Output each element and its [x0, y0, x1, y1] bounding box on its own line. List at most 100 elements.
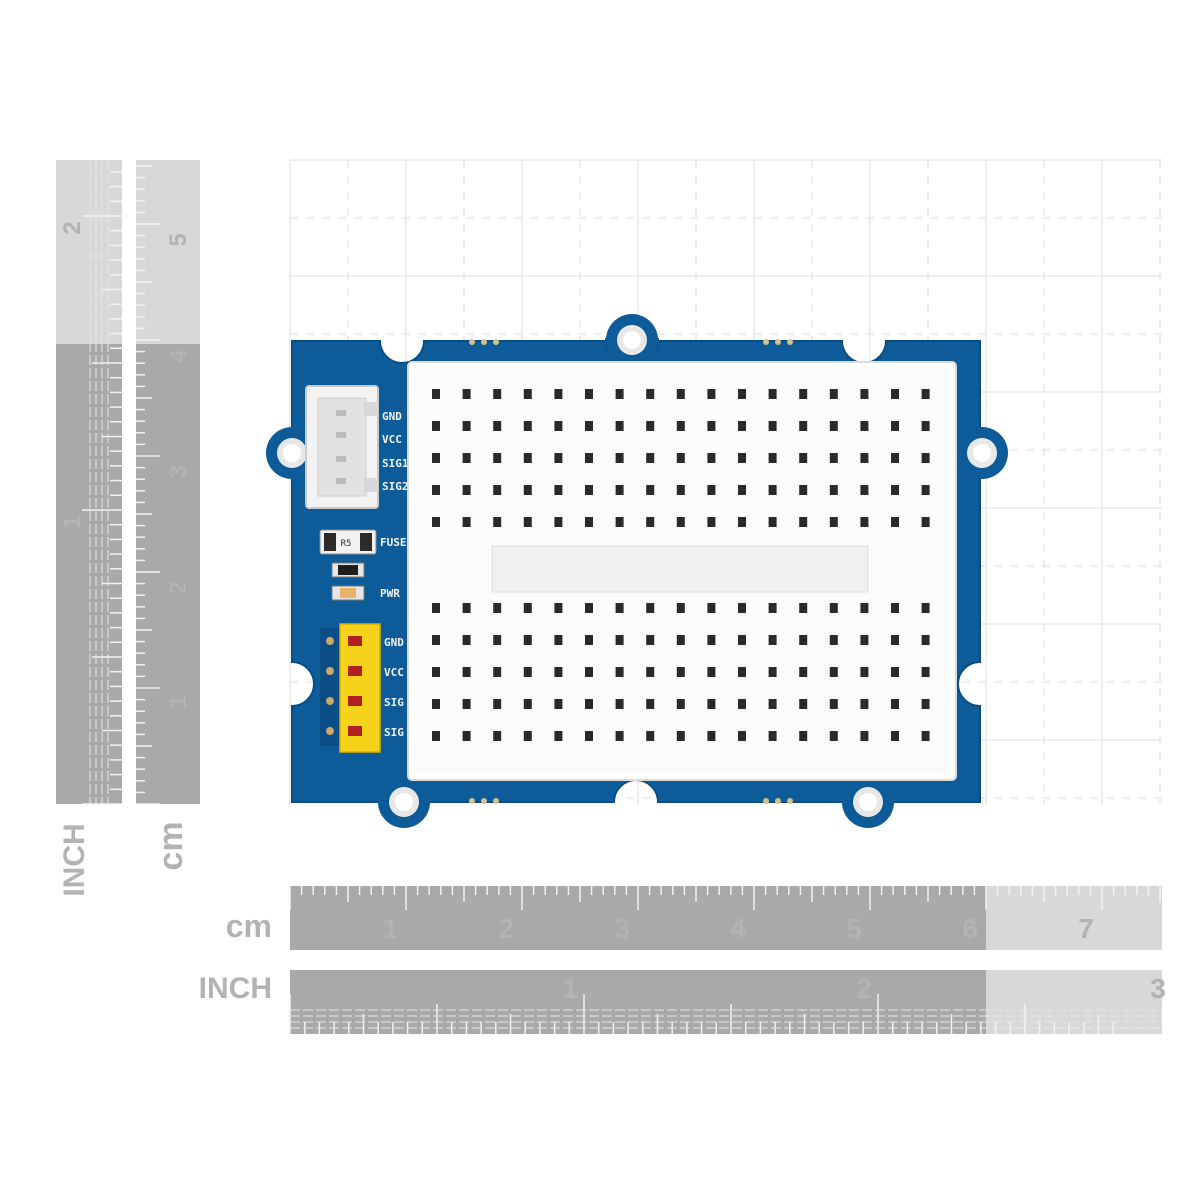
breadboard-hole [799, 603, 808, 613]
left-cm-ruler: 5 4 3 2 1 [136, 160, 200, 805]
header-pin-label: SIG [384, 726, 404, 739]
breadboard-hole [462, 667, 471, 677]
breadboard-hole [585, 603, 593, 613]
breadboard-hole [585, 517, 593, 527]
breadboard-hole [829, 453, 838, 463]
breadboard-hole [860, 667, 869, 677]
breadboard-hole [829, 485, 838, 495]
breadboard-hole [615, 635, 624, 645]
breadboard-hole [768, 667, 777, 677]
grove-connector [305, 385, 379, 509]
breadboard-hole [585, 453, 593, 463]
breadboard-hole [554, 389, 563, 399]
breadboard-hole [768, 635, 777, 645]
left-cm-number: 1 [165, 695, 192, 708]
bottom-cm-number: 1 [382, 913, 398, 944]
breadboard-hole [523, 421, 532, 431]
bottom-cm-number: 5 [846, 913, 862, 944]
breadboard-hole [554, 421, 563, 431]
breadboard-hole [829, 731, 838, 741]
breadboard-hole [493, 485, 502, 495]
breadboard-hole [707, 453, 716, 463]
breadboard-hole [493, 453, 502, 463]
breadboard-hole [554, 699, 563, 709]
breadboard-hole [646, 603, 655, 613]
breadboard-hole [615, 731, 624, 741]
grove-pin-label: GND [382, 410, 402, 423]
breadboard-hole [615, 517, 624, 527]
breadboard-hole [707, 699, 716, 709]
breadboard-hole [523, 699, 532, 709]
breadboard-hole [493, 421, 502, 431]
breadboard-hole [921, 603, 930, 613]
breadboard-hole [432, 635, 440, 645]
header-pin-label: GND [384, 636, 404, 649]
left-inch-unit-label: INCH [58, 823, 91, 896]
breadboard-hole [891, 699, 899, 709]
breadboard-hole [585, 635, 593, 645]
breadboard-hole [554, 731, 563, 741]
breadboard-hole [523, 731, 532, 741]
breadboard-hole [707, 389, 716, 399]
breadboard-hole [676, 389, 685, 399]
breadboard-hole [676, 699, 685, 709]
breadboard-hole [799, 453, 808, 463]
breadboard-hole [554, 485, 563, 495]
breadboard-hole [646, 731, 655, 741]
breadboard-hole [799, 731, 808, 741]
breadboard-hole [432, 421, 440, 431]
left-cm-number: 2 [165, 581, 192, 594]
bottom-inch-number: 1 [562, 973, 578, 1004]
bottom-inch-ruler: 1 2 3 [289, 970, 1166, 1034]
bottom-cm-number: 6 [962, 913, 978, 944]
breadboard-hole [860, 517, 869, 527]
breadboard-hole [615, 389, 624, 399]
breadboard-hole [432, 603, 440, 613]
power-led [331, 585, 365, 601]
breadboard-hole [676, 731, 685, 741]
breadboard-hole [738, 731, 746, 741]
grove-pin-label: SIG2 [382, 480, 409, 493]
fuse-component: R5 [319, 529, 377, 555]
breadboard-hole [799, 699, 808, 709]
breadboard-hole [554, 517, 563, 527]
breadboard-hole [646, 421, 655, 431]
breadboard-hole [829, 421, 838, 431]
breadboard-hole [676, 421, 685, 431]
breadboard-hole [707, 667, 716, 677]
breadboard-hole [432, 517, 440, 527]
left-cm-number: 5 [165, 233, 192, 246]
bottom-cm-number: 4 [730, 913, 746, 944]
bottom-cm-number: 3 [614, 913, 630, 944]
breadboard-hole [738, 421, 746, 431]
breadboard-hole [799, 635, 808, 645]
breadboard-hole [676, 635, 685, 645]
breadboard-hole [768, 603, 777, 613]
breadboard-hole [615, 485, 624, 495]
breadboard-hole [523, 485, 532, 495]
breadboard-hole [523, 453, 532, 463]
breadboard-hole [585, 731, 593, 741]
breadboard-hole [768, 517, 777, 527]
breadboard-hole [921, 517, 930, 527]
breadboard-hole [738, 667, 746, 677]
breadboard-hole [707, 731, 716, 741]
breadboard-hole [585, 667, 593, 677]
breadboard-hole [493, 389, 502, 399]
breadboard-hole [860, 421, 869, 431]
left-inch-number: 1 [59, 515, 86, 528]
bottom-inch-number: 2 [856, 973, 872, 1004]
fuse-label: FUSE [380, 536, 407, 549]
breadboard-hole [615, 699, 624, 709]
breadboard-hole [738, 635, 746, 645]
breadboard-hole [493, 603, 502, 613]
breadboard-hole [646, 453, 655, 463]
breadboard-hole [646, 485, 655, 495]
left-inch-ruler: 2 1 [56, 160, 122, 805]
breadboard-hole [921, 453, 930, 463]
breadboard-hole [799, 485, 808, 495]
left-cm-number: 4 [165, 349, 192, 363]
breadboard-hole [646, 517, 655, 527]
breadboard-hole [707, 603, 716, 613]
